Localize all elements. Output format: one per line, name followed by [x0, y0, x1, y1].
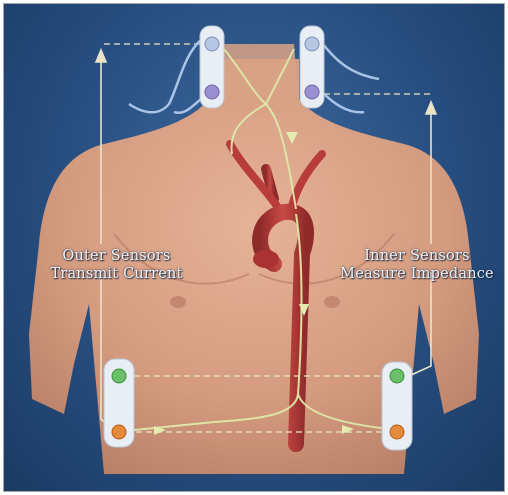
- outer-sensors-line-2: Transmit Current: [34, 265, 199, 283]
- sensor-side-left: [104, 359, 134, 447]
- inner-sensors-line-2: Measure Impedance: [322, 265, 505, 283]
- diagram-frame: Outer Sensors Transmit Current Inner Sen…: [3, 3, 505, 492]
- sensor-neck-right: [300, 26, 324, 108]
- sensor-neck-left: [200, 26, 224, 108]
- outer-sensors-label: Outer Sensors Transmit Current: [34, 247, 199, 283]
- inner-sensors-line-1: Inner Sensors: [322, 247, 505, 265]
- inner-sensors-label: Inner Sensors Measure Impedance: [322, 247, 505, 283]
- right-nipple: [324, 296, 340, 308]
- outer-sensors-line-1: Outer Sensors: [34, 247, 199, 265]
- sensor-side-right: [382, 362, 412, 450]
- left-nipple: [170, 296, 186, 308]
